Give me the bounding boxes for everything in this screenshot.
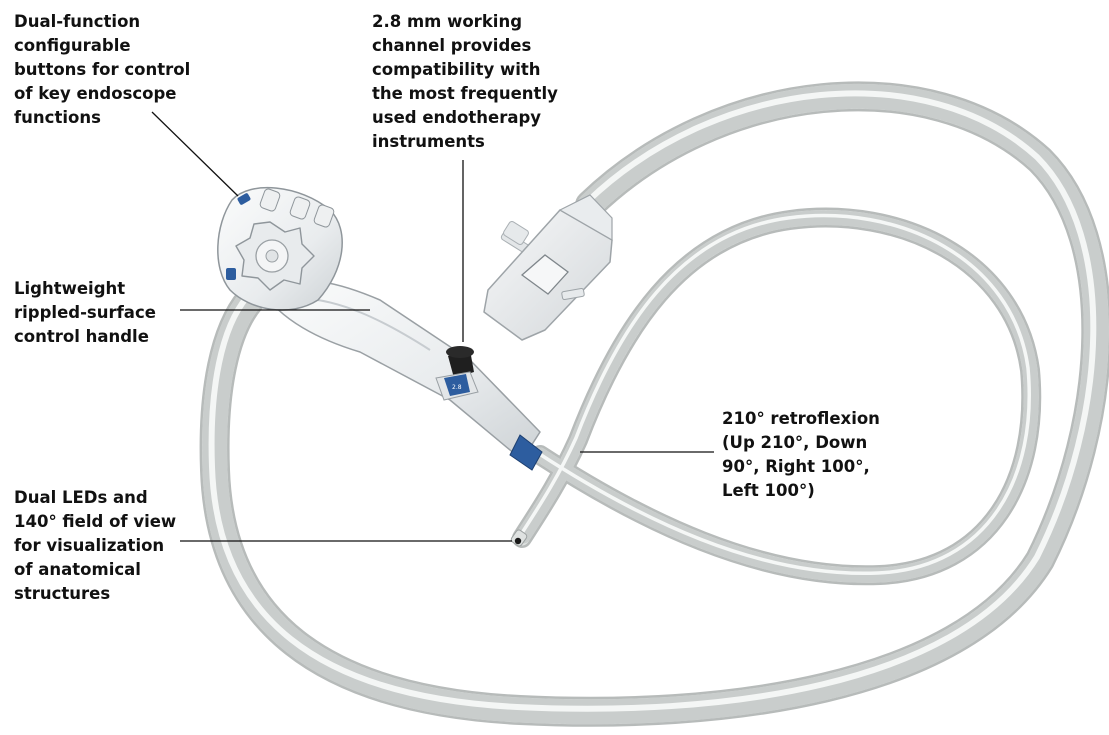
connector [483,194,613,341]
umbilical-cord [199,81,1109,727]
insertion-tube [512,207,1042,586]
callout-retroflexion: 210° retroflexion (Up 210°, Down 90°, Ri… [722,409,880,500]
channel-size-marking: 2.8 [452,384,462,391]
control-handle: 2.8 [217,187,543,471]
distal-tip [510,529,528,547]
leader-lines [151,111,714,542]
callout-control-handle: Lightweight rippled-surface control hand… [14,279,156,346]
leader-line-buttons [151,111,239,197]
callout-configurable-buttons: Dual-function configurable buttons for c… [14,12,191,127]
callout-working-channel: 2.8 mm working channel provides compatib… [372,12,558,151]
callout-leds-field-of-view: Dual LEDs and 140° field of view for vis… [14,488,177,603]
biopsy-port: 2.8 [435,346,479,401]
